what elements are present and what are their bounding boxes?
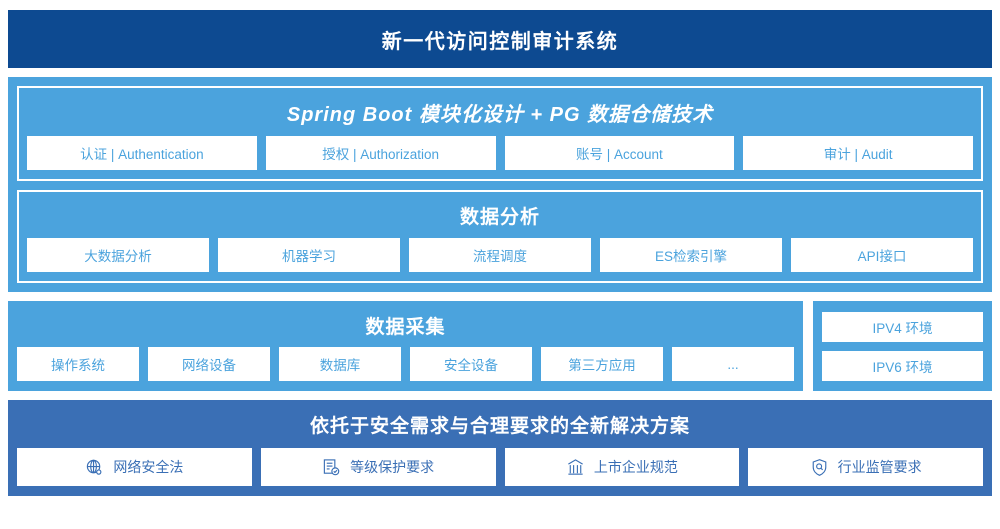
platform-region: Spring Boot 模块化设计 + PG 数据仓储技术 认证 | Authe… <box>8 77 992 292</box>
bank-building-icon <box>566 458 585 477</box>
environment-side-panel: IPV4 环境 IPV6 环境 <box>813 301 992 391</box>
chip-network-device[interactable]: 网络设备 <box>148 347 270 381</box>
chip-ipv6-environment[interactable]: IPV6 环境 <box>822 350 983 381</box>
chip-label: 上市企业规范 <box>593 459 678 475</box>
chip-label: 等级保护要求 <box>350 459 435 475</box>
chip-authentication[interactable]: 认证 | Authentication <box>27 136 257 170</box>
chip-classified-protection[interactable]: 等级保护要求 <box>260 448 496 486</box>
chip-operating-system[interactable]: 操作系统 <box>17 347 139 381</box>
chip-audit[interactable]: 审计 | Audit <box>743 136 973 170</box>
collection-band: 数据采集 操作系统 网络设备 数据库 安全设备 第三方应用 ... IPV4 环… <box>8 301 992 391</box>
panel-title-data-analysis: 数据分析 <box>459 207 540 228</box>
panel-data-analysis: 数据分析 大数据分析 机器学习 流程调度 ES检索引擎 API接口 <box>17 190 983 283</box>
chip-api-interface[interactable]: API接口 <box>791 238 973 272</box>
chip-row-data-collection: 操作系统 网络设备 数据库 安全设备 第三方应用 ... <box>17 347 794 381</box>
panel-spring-boot: Spring Boot 模块化设计 + PG 数据仓储技术 认证 | Authe… <box>17 86 983 181</box>
panel-title-spring-boot: Spring Boot 模块化设计 + PG 数据仓储技术 <box>286 104 714 126</box>
chip-es-search-engine[interactable]: ES检索引擎 <box>600 238 782 272</box>
chip-row-spring-boot: 认证 | Authentication 授权 | Authorization 账… <box>27 136 973 170</box>
globe-network-icon <box>85 458 104 477</box>
chip-row-data-analysis: 大数据分析 机器学习 流程调度 ES检索引擎 API接口 <box>27 238 973 272</box>
chip-machine-learning[interactable]: 机器学习 <box>218 238 400 272</box>
chip-row-solution: 网络安全法 等级保护要求 <box>17 448 983 486</box>
shield-search-icon <box>810 458 829 477</box>
chip-label: 行业监管要求 <box>837 459 922 475</box>
chip-security-device[interactable]: 安全设备 <box>410 347 532 381</box>
header-bar: 新一代访问控制审计系统 <box>8 10 992 68</box>
chip-big-data-analysis[interactable]: 大数据分析 <box>27 238 209 272</box>
chip-third-party-app[interactable]: 第三方应用 <box>541 347 663 381</box>
chip-cybersecurity-law[interactable]: 网络安全法 <box>17 448 252 486</box>
page-title: 新一代访问控制审计系统 <box>381 30 619 53</box>
collection-main: 数据采集 操作系统 网络设备 数据库 安全设备 第三方应用 ... <box>8 301 803 391</box>
chip-ipv4-environment[interactable]: IPV4 环境 <box>822 311 983 342</box>
chip-database[interactable]: 数据库 <box>279 347 401 381</box>
chip-industry-regulation[interactable]: 行业监管要求 <box>748 448 983 486</box>
chip-label: 网络安全法 <box>113 459 184 475</box>
solution-title: 依托于安全需求与合理要求的全新解决方案 <box>309 416 690 437</box>
chip-account[interactable]: 账号 | Account <box>504 136 735 170</box>
chip-authorization[interactable]: 授权 | Authorization <box>265 136 496 170</box>
document-check-icon <box>322 458 341 477</box>
chip-listed-enterprise-standard[interactable]: 上市企业规范 <box>504 448 740 486</box>
chip-more-ellipsis[interactable]: ... <box>672 347 794 381</box>
solution-band: 依托于安全需求与合理要求的全新解决方案 网络安全法 <box>8 400 992 496</box>
chip-process-scheduling[interactable]: 流程调度 <box>409 238 591 272</box>
panel-title-data-collection: 数据采集 <box>365 317 446 338</box>
